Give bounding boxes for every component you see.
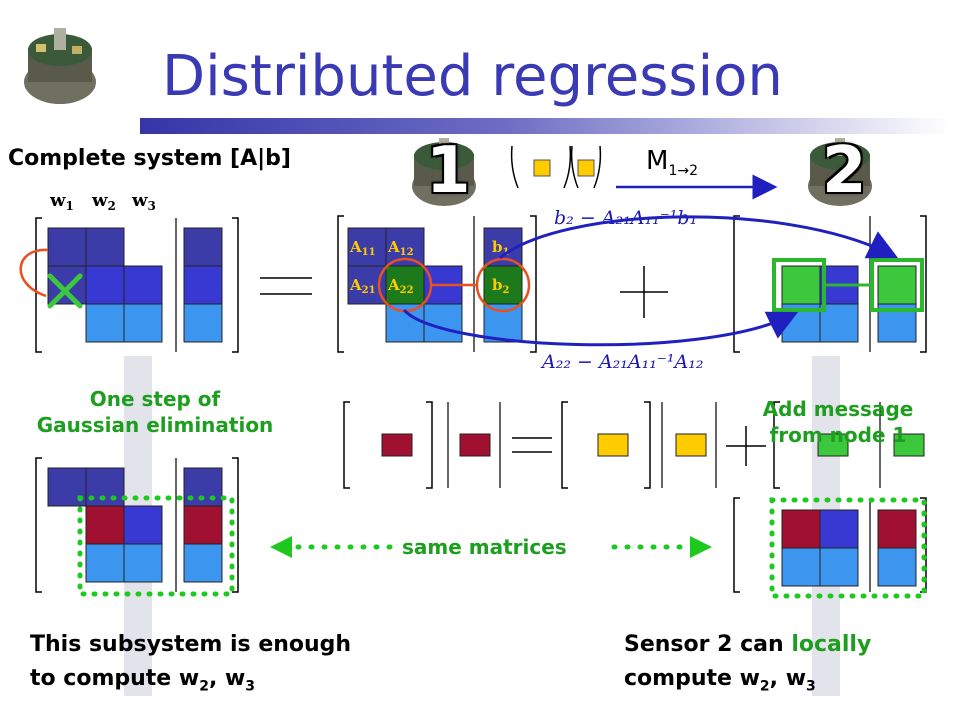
message-vectors bbox=[510, 145, 602, 189]
node-1-icon bbox=[412, 138, 476, 206]
slide-title: Distributed regression bbox=[162, 44, 783, 109]
subsystem-matrix-right bbox=[733, 497, 927, 599]
curve-arrow-b bbox=[499, 215, 899, 260]
variable-w3: w3 bbox=[131, 190, 156, 213]
block-label-a21: A21 bbox=[349, 276, 376, 296]
block-label-a11: A11 bbox=[349, 238, 376, 258]
subtitle: Complete system [A|b] bbox=[8, 146, 291, 171]
add-message-label: Add message from node 1 bbox=[762, 397, 914, 447]
node-2-label: 2 bbox=[822, 134, 867, 208]
variable-w2: w2 bbox=[91, 190, 116, 213]
node-1-label: 1 bbox=[426, 134, 471, 208]
sensor-node-icon bbox=[24, 28, 96, 104]
same-matrices-label: same matrices bbox=[402, 535, 567, 559]
title-underline bbox=[140, 118, 950, 134]
curve-arrow-a bbox=[402, 308, 799, 347]
equals-sign-top bbox=[260, 277, 312, 295]
matrix-a bbox=[35, 217, 239, 353]
elimination-loop bbox=[19, 248, 49, 298]
left-caption: This subsystem is enough to compute w2, … bbox=[30, 632, 352, 695]
block-label-b2: b2 bbox=[492, 276, 510, 296]
subsystem-matrix-left bbox=[35, 457, 239, 597]
block-labels: A11 A12 A21 A22 b1 b2 bbox=[349, 238, 510, 296]
block-label-a12: A12 bbox=[387, 238, 414, 258]
elimination-x-icon bbox=[47, 273, 83, 309]
right-caption: Sensor 2 can locally compute w2, w3 bbox=[624, 632, 872, 695]
variable-w1: w1 bbox=[49, 190, 74, 213]
block-label-a22: A22 bbox=[387, 276, 414, 296]
node-2-icon bbox=[808, 138, 872, 206]
variable-labels: w1 w2 w3 bbox=[49, 190, 156, 213]
plus-sign-top bbox=[620, 266, 668, 318]
gaussian-step-label: One step of Gaussian elimination bbox=[36, 387, 274, 437]
same-matrices-arrow bbox=[270, 536, 712, 558]
message-label: M1→2 bbox=[646, 146, 698, 180]
middle-equation bbox=[343, 401, 925, 489]
formula-bottom: A₂₂ − A₂₁A₁₁⁻¹A₁₂ bbox=[540, 351, 703, 373]
message-matrix-top bbox=[733, 215, 927, 353]
